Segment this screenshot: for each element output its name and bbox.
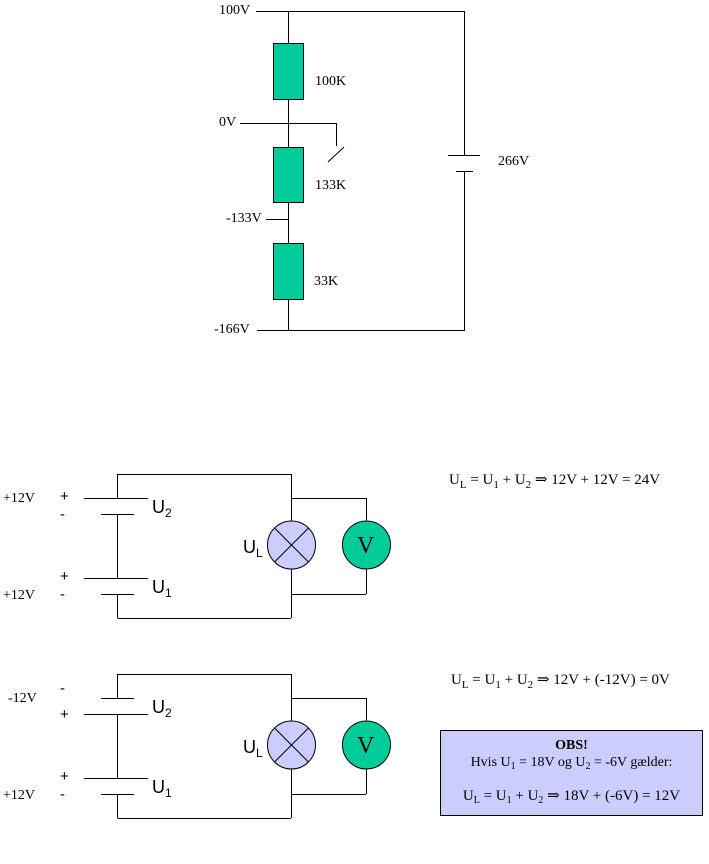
obs-equation-line: UL = U1 + U2 ⇒ 18V + (-6V) = 12V <box>441 786 702 806</box>
obs-l1-b: = 18V og U <box>515 755 586 770</box>
u2-name: U <box>152 497 165 517</box>
u1b-minus-pole: - <box>60 786 65 803</box>
obs-l2-s1: 1 <box>506 795 512 806</box>
obs-note-box: OBS! Hvis U1 = 18V og U2 = -6V gælder: U… <box>440 730 703 816</box>
u1-minus-pole: - <box>60 586 65 603</box>
u1-voltage-label: +12V <box>3 588 36 603</box>
u2-minus-pole: - <box>60 506 65 523</box>
node-label-minus133v: -133V <box>226 211 262 226</box>
u2-voltage-label: +12V <box>3 491 36 506</box>
u2-label: U2 <box>152 498 172 519</box>
eq2-lhs-sub: L <box>461 679 469 691</box>
obs-l2-a: U <box>462 788 474 804</box>
node-label-minus166v: -166V <box>214 322 250 337</box>
obs-l1-s1: 1 <box>510 761 516 772</box>
eq1-u1: = U <box>466 472 494 488</box>
resistor-label-133k: 133K <box>315 178 347 193</box>
eq2-lhs: U <box>451 672 462 688</box>
obs-l2-b: = U <box>479 788 507 804</box>
obs-condition-line: Hvis U1 = 18V og U2 = -6V gælder: <box>441 755 702 772</box>
u2b-sub: 2 <box>165 706 172 720</box>
lamp-2-label: UL <box>243 738 263 759</box>
lamp-1-sub: L <box>256 546 263 560</box>
battery-label-266v: 266V <box>498 154 530 169</box>
implies-arrow-icon: ⇒ <box>531 472 552 488</box>
obs-l1-a: Hvis U <box>470 755 511 770</box>
voltmeter-1-symbol: V <box>357 533 375 559</box>
eq2-u2-sub: 2 <box>527 679 534 691</box>
lamp-1-name: U <box>243 537 256 557</box>
u1-label: U1 <box>152 578 172 599</box>
u1b-name: U <box>152 777 165 797</box>
voltmeter-2 <box>342 720 391 770</box>
u2b-label: U2 <box>152 698 172 719</box>
resistor-label-33k: 33K <box>314 274 339 289</box>
eq1-u1-sub: 1 <box>493 479 499 491</box>
eq1-u2: + U <box>498 472 526 488</box>
voltage-divider-wires <box>240 11 465 331</box>
u2b-minus-pole: - <box>60 680 65 697</box>
resistor-100k <box>273 43 304 100</box>
node-label-100v: 100V <box>219 3 251 18</box>
battery-266v-symbol <box>448 155 480 172</box>
u1-sub: 1 <box>165 586 172 600</box>
u2b-voltage-label: -12V <box>8 691 37 706</box>
u2b-plus-pole: + <box>60 706 69 723</box>
obs-l2-sl: L <box>473 795 480 806</box>
lamp-2-name: U <box>243 737 256 757</box>
obs-title: OBS! <box>555 738 588 753</box>
resistor-133k <box>273 147 304 203</box>
voltmeter-2-symbol: V <box>357 733 375 759</box>
u2-plus-pole: + <box>60 488 69 505</box>
eq1-result: 12V + 12V = 24V <box>551 472 661 488</box>
lamp-2-sub: L <box>256 746 263 760</box>
u1b-voltage-label: +12V <box>3 788 36 803</box>
eq1-lhs-sub: L <box>459 479 467 491</box>
series-circuit-2-wires <box>84 674 367 819</box>
equation-1: UL = U1 + U2 ⇒ 12V + 12V = 24V <box>449 473 660 491</box>
obs-l2-s2: 2 <box>538 795 544 806</box>
u2-sub: 2 <box>165 506 172 520</box>
obs-l1-c: = -6V gælder: <box>590 755 673 770</box>
series-circuit-1-wires <box>84 474 367 619</box>
eq2-result: 12V + (-12V) = 0V <box>553 672 670 688</box>
u1-plus-pole: + <box>60 568 69 585</box>
eq2-u1: = U <box>468 672 496 688</box>
equation-2: UL = U1 + U2 ⇒ 12V + (-12V) = 0V <box>451 673 670 691</box>
u1b-plus-pole: + <box>60 768 69 785</box>
resistor-33k <box>273 243 304 300</box>
u2b-name: U <box>152 697 165 717</box>
obs-l2-d: ⇒ 18V + (-6V) = 12V <box>543 788 681 804</box>
eq2-u2: + U <box>500 672 528 688</box>
node-label-0v: 0V <box>219 115 237 130</box>
eq1-lhs: U <box>449 472 460 488</box>
u1-name: U <box>152 577 165 597</box>
lamp-1-label: UL <box>243 538 263 559</box>
lamp-1 <box>267 520 316 570</box>
voltmeter-1 <box>342 520 391 570</box>
switch-blade <box>327 146 345 163</box>
eq2-u1-sub: 1 <box>495 679 501 691</box>
u1b-label: U1 <box>152 778 172 799</box>
u1b-sub: 1 <box>165 786 172 800</box>
resistor-label-100k: 100K <box>315 74 347 89</box>
implies-arrow-icon: ⇒ <box>533 672 554 688</box>
obs-l1-s2: 2 <box>585 761 591 772</box>
eq1-u2-sub: 2 <box>525 479 532 491</box>
obs-l2-c: + U <box>511 788 539 804</box>
lamp-2 <box>267 720 316 770</box>
